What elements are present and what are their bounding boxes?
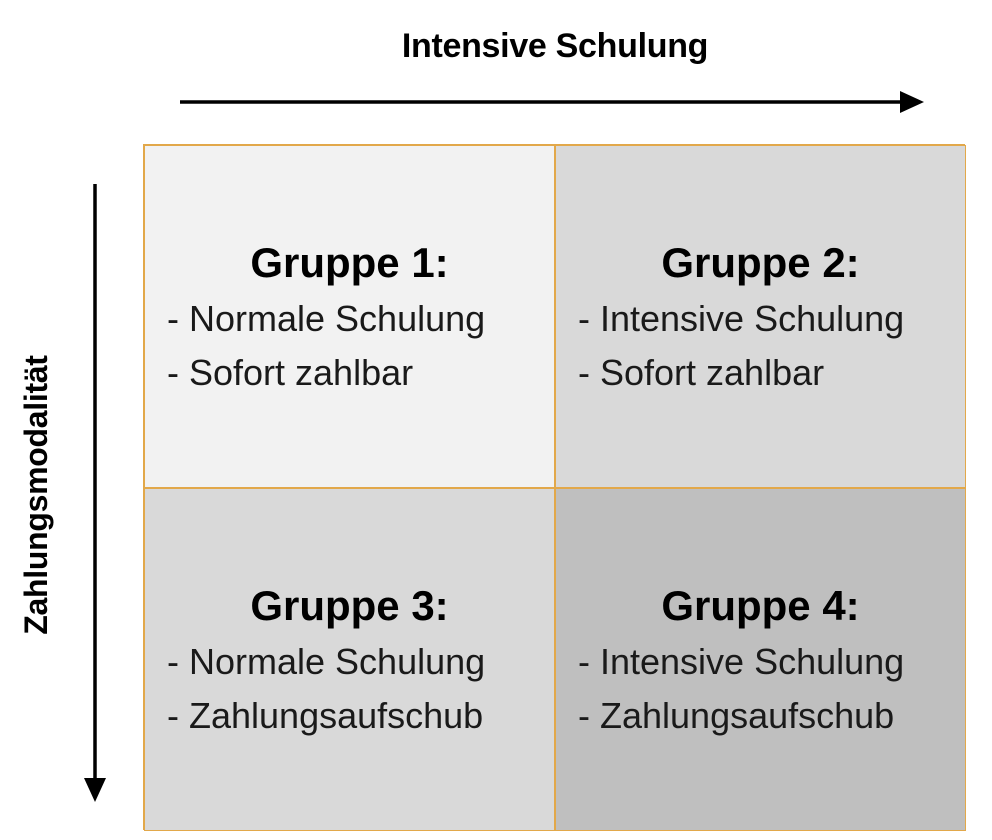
group-training: - Intensive Schulung	[578, 640, 905, 682]
group-cell-4: Gruppe 4: - Intensive Schulung - Zahlung…	[555, 488, 966, 831]
group-title: Gruppe 4:	[661, 581, 860, 629]
group-payment: - Zahlungsaufschub	[578, 694, 895, 736]
group-title: Gruppe 2:	[661, 238, 860, 286]
group-cell-3: Gruppe 3: - Normale Schulung - Zahlungsa…	[144, 488, 555, 831]
group-training: - Normale Schulung	[167, 297, 486, 339]
group-payment: - Zahlungsaufschub	[167, 694, 484, 736]
group-training: - Normale Schulung	[167, 640, 486, 682]
x-axis-label: Intensive Schulung	[401, 27, 709, 65]
y-axis-arrow	[84, 184, 106, 802]
group-cell-2: Gruppe 2: - Intensive Schulung - Sofort …	[555, 145, 966, 488]
x-axis-arrow	[180, 91, 924, 113]
group-title: Gruppe 1:	[250, 238, 449, 286]
group-payment: - Sofort zahlbar	[578, 351, 825, 393]
group-matrix: Gruppe 1: - Normale Schulung - Sofort za…	[143, 144, 966, 831]
group-cell-1: Gruppe 1: - Normale Schulung - Sofort za…	[144, 145, 555, 488]
group-title: Gruppe 3:	[250, 581, 449, 629]
y-axis-label: Zahlungsmodalität	[18, 355, 54, 635]
group-payment: - Sofort zahlbar	[167, 351, 414, 393]
group-training: - Intensive Schulung	[578, 297, 905, 339]
